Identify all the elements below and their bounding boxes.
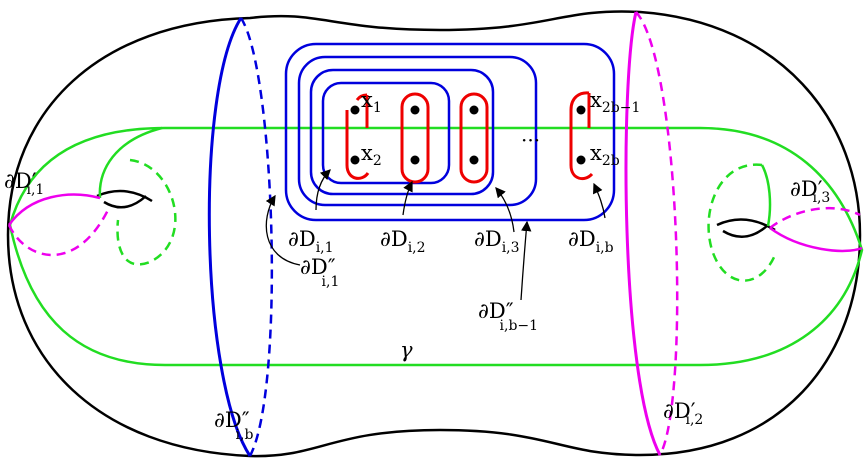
point-4 (410, 155, 420, 165)
label-dDp-i1: ∂D′i,1 (4, 169, 44, 198)
left-green-meridian-solid (98, 126, 163, 199)
left-magenta-dashed (7, 209, 110, 257)
blue-loop-4 (284, 42, 616, 222)
blue-loop-2 (309, 68, 495, 196)
label-x2b: x2b (590, 141, 620, 169)
label-x2b-1: x2b−1 (590, 88, 640, 116)
right-hole-upper (716, 218, 776, 232)
blue-loop-1 (321, 81, 451, 185)
blue-meridian-dashed (239, 17, 274, 457)
arrow-dDi1 (315, 169, 331, 211)
gamma-curve (8, 126, 864, 367)
surface-outline (6, 10, 862, 458)
label-x1: x1 (361, 88, 382, 116)
label-dDp-i3: ∂D′i,3 (790, 177, 830, 206)
label-x2: x2 (361, 141, 382, 169)
arrow-dDpp-i1 (265, 194, 301, 266)
blue-meridian-solid (207, 17, 252, 457)
right-hole-lower (722, 224, 769, 238)
right-green-meridian-solid (760, 164, 772, 227)
point-x2b (576, 155, 586, 165)
label-dDpp-ib: ∂D″i,b (214, 408, 253, 443)
magenta-meridian-dashed (635, 11, 679, 456)
red-loop-3 (459, 92, 489, 184)
point-5 (469, 105, 479, 115)
label-dDi2: ∂Di,2 (380, 227, 426, 256)
red-arc-1 (345, 93, 370, 180)
red-arc-b (569, 91, 594, 181)
point-6 (469, 155, 479, 165)
label-gamma: γ (400, 338, 413, 362)
label-dDpp-ib1: ∂D″i,b−1 (478, 299, 538, 334)
label-dDi3: ∂Di,3 (474, 227, 520, 256)
right-magenta-solid (769, 226, 863, 253)
label-dDpp-i1: ∂D″i,1 (300, 255, 339, 290)
point-x1 (350, 105, 360, 115)
point-x2 (350, 155, 360, 165)
arrow-dDpp-ib1 (520, 220, 532, 301)
left-magenta-solid (7, 193, 101, 226)
arrow-dDib (593, 182, 606, 219)
magenta-meridian-solid (624, 11, 662, 456)
blue-loop-3 (297, 55, 538, 207)
arrow-dDi2 (402, 180, 413, 216)
left-green-meridian-dashed (116, 158, 177, 266)
arrow-dDi3 (495, 187, 515, 233)
label-dDp-i2: ∂D′i,2 (663, 399, 703, 428)
right-green-meridian-dashed (707, 163, 777, 282)
label-dDi1: ∂Di,1 (288, 227, 334, 256)
right-magenta-dashed (769, 206, 861, 229)
left-hole-lower (103, 195, 147, 209)
label-dDib: ∂Di,b (568, 227, 614, 256)
point-3 (410, 105, 420, 115)
left-hole-upper (96, 189, 153, 203)
label-ellipsis: ··· (521, 128, 540, 152)
point-x2b-1 (576, 105, 586, 115)
red-loop-2 (400, 92, 430, 184)
